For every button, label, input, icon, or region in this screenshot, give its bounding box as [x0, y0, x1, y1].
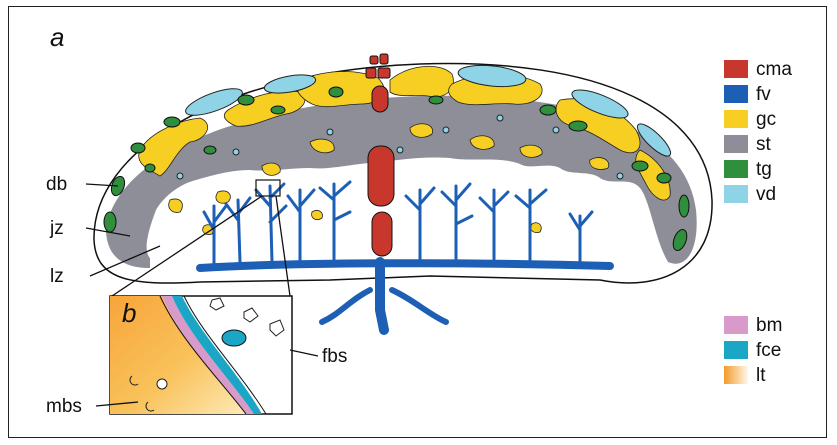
panel-b-letter: b [122, 298, 136, 328]
legend-swatch-cma [724, 60, 748, 78]
legend-swatch-tg [724, 160, 748, 178]
panel-a-letter: a [50, 22, 64, 52]
label-lz: lz [50, 266, 64, 287]
legend-swatch-gc [724, 110, 748, 128]
legend-swatch-fce [724, 341, 748, 359]
legend-swatch-bm [724, 316, 748, 334]
label-db: db [46, 174, 67, 195]
legend-label-gc: gc [756, 109, 776, 130]
panel-b-inset: b [110, 296, 292, 414]
legend-swatch-st [724, 135, 748, 153]
legend-label-vd: vd [756, 184, 776, 205]
label-fbs: fbs [322, 346, 347, 367]
legend-swatch-vd [724, 185, 748, 203]
label-jz: jz [49, 218, 64, 239]
legend-label-cma: cma [756, 59, 792, 80]
legend-swatch-fv [724, 85, 748, 103]
legend-label-fce: fce [756, 340, 781, 361]
legend-label-tg: tg [756, 159, 772, 180]
legend-top: cma fv gc st tg vd [724, 59, 792, 205]
label-mbs: mbs [46, 396, 82, 417]
legend-label-lt: lt [756, 365, 766, 386]
legend-label-bm: bm [756, 315, 782, 336]
legend-label-fv: fv [756, 84, 771, 105]
fbs-leader [290, 350, 318, 356]
legend-swatch-lt [724, 366, 748, 384]
legend-label-st: st [756, 134, 772, 155]
legend-bottom: bm fce lt [724, 315, 782, 386]
